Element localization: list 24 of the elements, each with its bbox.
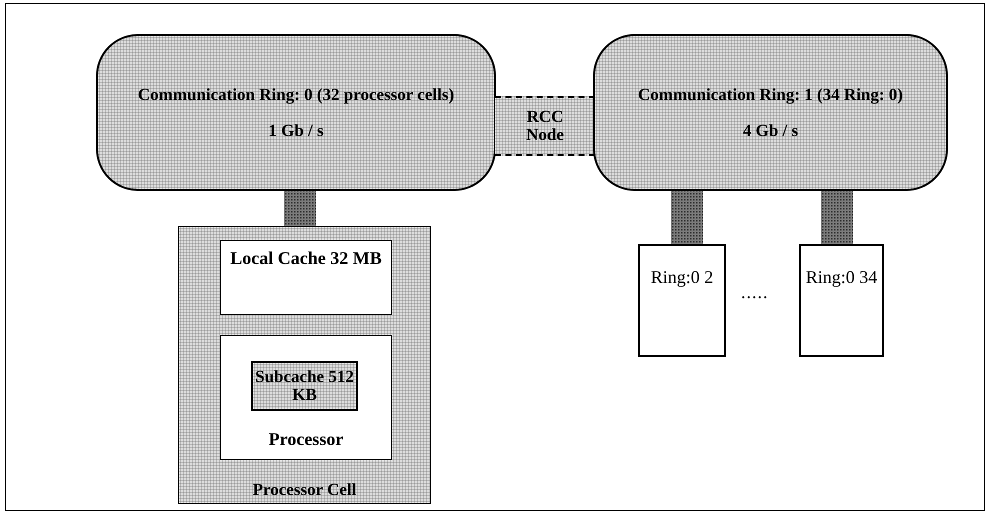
box-label: 4 Gb / s (742, 122, 798, 140)
bus-connector (671, 190, 703, 245)
ring-node-box (638, 244, 726, 357)
processor-box (220, 335, 392, 460)
bus-connector (821, 190, 853, 245)
box-label: Communication Ring: 1 (34 Ring: 0) (638, 86, 903, 104)
box-label: Subcache 512 KB (254, 368, 355, 404)
cache-box (220, 240, 392, 315)
box-label: Communication Ring: 0 (32 processor cells) (138, 86, 454, 104)
ellipsis-label: ..... (741, 282, 768, 303)
ring-box (96, 34, 496, 191)
cell-box (178, 226, 431, 504)
subcache-box (251, 361, 358, 411)
box-label: Processor Cell (252, 481, 356, 499)
bus-connector (284, 190, 316, 227)
box-label: Local Cache 32 MB (230, 249, 382, 268)
ring-node-box (799, 244, 884, 357)
box-label: Ring:0 34 (806, 268, 878, 287)
box-label: Ring:0 2 (650, 268, 714, 287)
box-label: RCC Node (525, 108, 565, 144)
bridge-node-box (495, 96, 595, 156)
ring-box (593, 34, 948, 191)
box-label: 1 Gb / s (268, 122, 324, 140)
box-label: Processor (268, 430, 344, 449)
